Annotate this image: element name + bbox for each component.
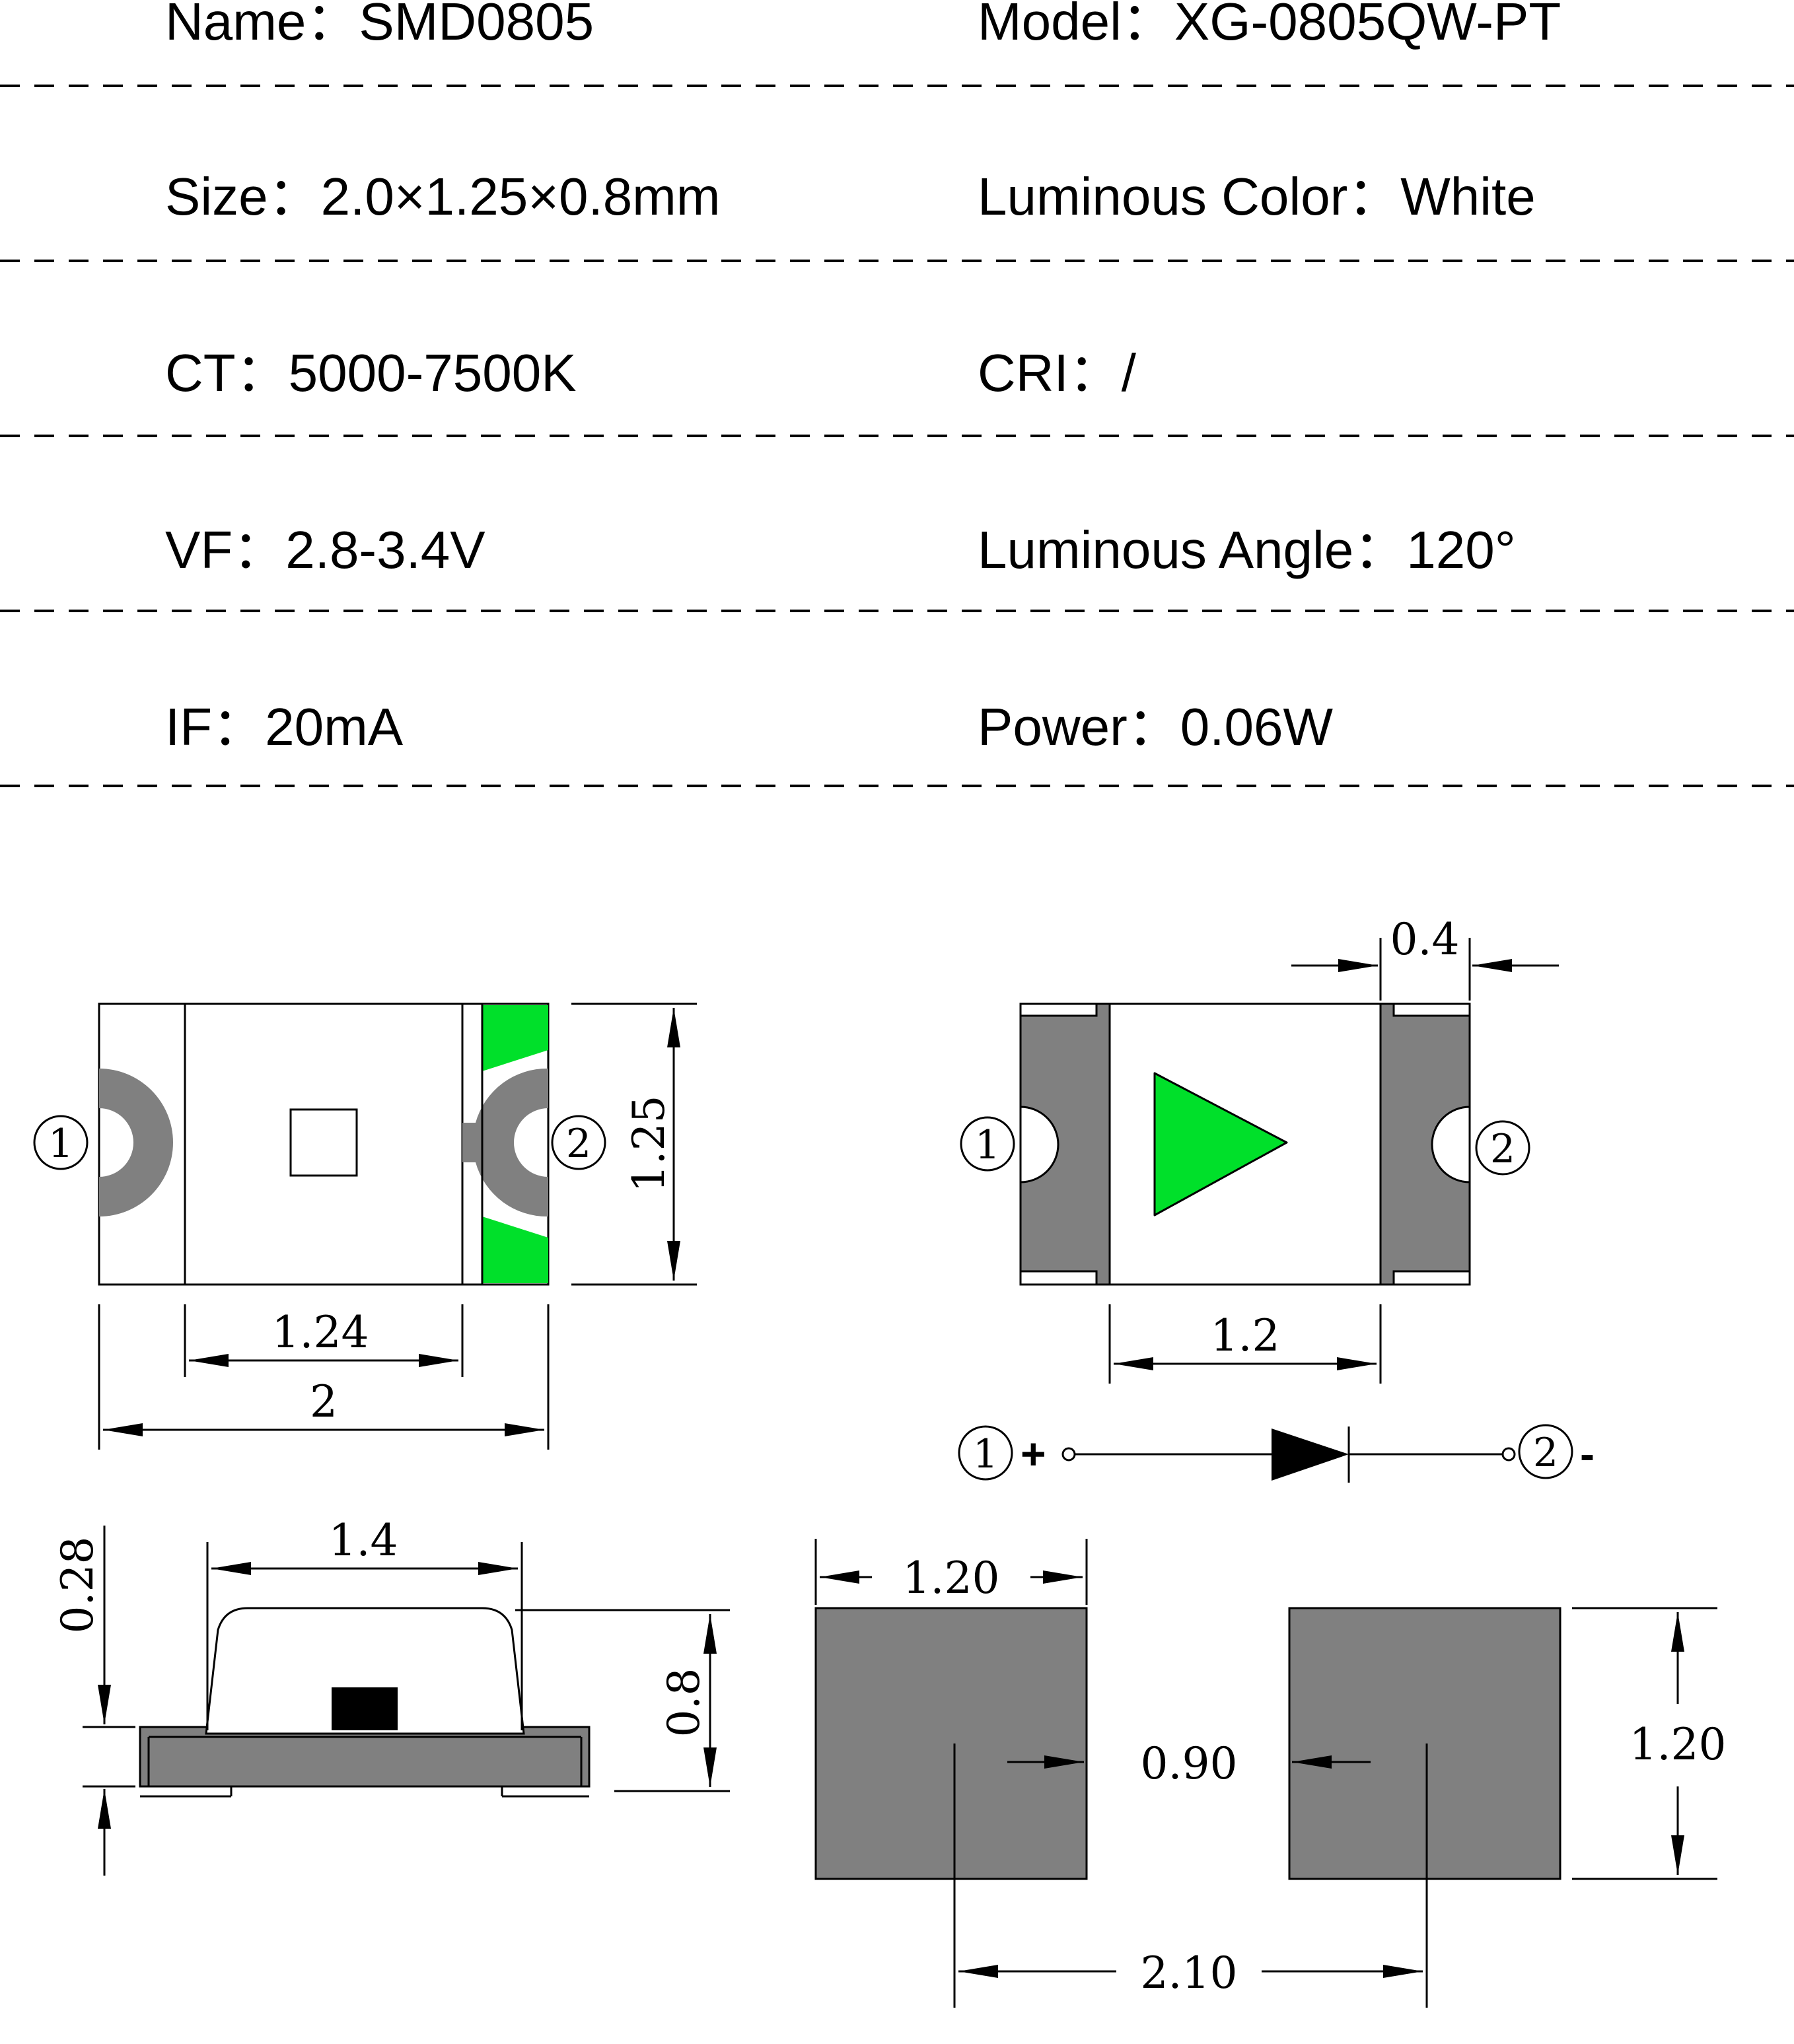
bottom-left-pad xyxy=(1019,1003,1111,1286)
pin1-label: 1 xyxy=(975,1122,1000,1168)
anode-sign: + xyxy=(1021,1429,1046,1478)
side-lens xyxy=(205,1607,525,1735)
left-terminal-ring xyxy=(99,1069,173,1216)
green-mark-bottom xyxy=(482,1216,548,1283)
diode-symbol xyxy=(1272,1428,1349,1481)
footprint-pad-right xyxy=(1288,1607,1561,1880)
spec-table: Name：SMD0805 Model：XG-0805QW-PT Size：2.0… xyxy=(0,0,1794,787)
diode-schematic: 1 + 2 - xyxy=(958,1424,1595,1483)
dim-pad-label: 0.4 xyxy=(1390,914,1460,965)
dim-height-label: 1.25 xyxy=(624,1096,674,1193)
spec-ct: CT：5000-7500K xyxy=(165,343,577,402)
dim-lens-label: 1.4 xyxy=(329,1515,398,1566)
spec-vf: VF：2.8-3.4V xyxy=(165,520,485,579)
dim-gap-label: 1.2 xyxy=(1211,1310,1280,1361)
dim-length-label: 2 xyxy=(310,1376,338,1427)
side-chip xyxy=(332,1687,398,1730)
spec-model: Model：XG-0805QW-PT xyxy=(978,0,1561,51)
anode-terminal xyxy=(1061,1447,1076,1462)
dim-pad-width-label: 1.20 xyxy=(903,1553,1000,1603)
spec-size: Size：2.0×1.25×0.8mm xyxy=(165,167,720,226)
dim-pad-height-label: 1.20 xyxy=(1630,1719,1727,1770)
cathode-terminal xyxy=(1501,1447,1516,1462)
dim-height-label: 0.8 xyxy=(659,1668,709,1738)
right-terminal-ring xyxy=(462,1068,548,1217)
cathode-sign: - xyxy=(1580,1429,1595,1478)
pin1-label: 1 xyxy=(973,1431,998,1477)
side-view: 1.4 0.28 0.8 xyxy=(52,1515,730,1876)
bottom-right-pad xyxy=(1379,1003,1471,1286)
pin2-label: 2 xyxy=(1533,1430,1558,1476)
bottom-view: 1 2 0.4 1.2 xyxy=(960,914,1559,1384)
spec-luminous-angle: Luminous Angle：120° xyxy=(978,520,1516,579)
spec-luminous-color: Luminous Color：White xyxy=(978,167,1536,226)
dim-gap-label: 0.90 xyxy=(1141,1738,1238,1789)
spec-cri: CRI：/ xyxy=(978,343,1137,402)
green-mark-top xyxy=(482,1005,548,1071)
led-chip xyxy=(289,1108,358,1177)
top-view: 1 2 1.25 1.24 2 xyxy=(33,1003,697,1450)
dim-inner-label: 1.24 xyxy=(272,1307,369,1358)
pin2-circle xyxy=(551,1115,606,1170)
dim-base-label: 0.28 xyxy=(52,1537,103,1634)
pin1-circle xyxy=(958,1425,1013,1481)
polarity-triangle xyxy=(1153,1072,1288,1216)
pin2-label: 2 xyxy=(1490,1126,1515,1172)
footprint-pad-left xyxy=(814,1607,1088,1880)
spec-power: Power：0.06W xyxy=(978,697,1333,756)
spec-name: Name：SMD0805 xyxy=(165,0,594,51)
pin2-circle xyxy=(1475,1120,1530,1176)
footprint: 1.20 1.20 0.90 2.10 xyxy=(814,1539,1727,2008)
dim-pitch-label: 2.10 xyxy=(1141,1948,1238,1998)
pin1-label: 1 xyxy=(48,1121,73,1167)
pin2-label: 2 xyxy=(566,1121,591,1167)
spec-if: IF：20mA xyxy=(165,697,404,756)
pin1-circle xyxy=(960,1116,1015,1172)
pin1-circle xyxy=(33,1115,89,1170)
pin2-circle xyxy=(1518,1424,1573,1479)
